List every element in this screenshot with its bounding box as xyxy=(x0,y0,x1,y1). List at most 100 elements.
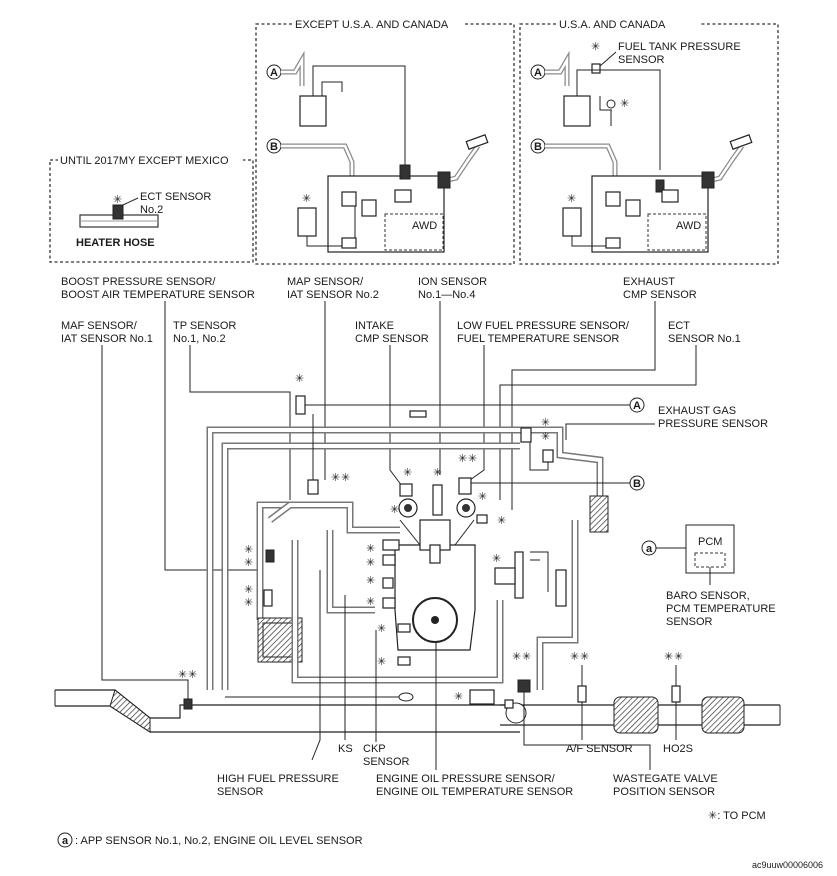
asterisk-icon: ✳ xyxy=(620,97,629,110)
ckp-label: CKP xyxy=(363,743,386,755)
ect-sensor-2 xyxy=(112,204,124,220)
asterisk-icon: ✳ xyxy=(295,372,304,385)
exhaust-cmp-label: EXHAUST xyxy=(623,276,675,288)
asterisk-icon: ✳ xyxy=(664,650,673,663)
asterisk-icon: ✳ xyxy=(377,655,386,668)
upper-labels: BOOST PRESSURE SENSOR/ BOOST AIR TEMPERA… xyxy=(61,276,768,430)
marker-a-icon: A xyxy=(633,400,641,412)
map-sensor-label: MAP SENSOR/ xyxy=(287,276,364,288)
app-sensor-note: : APP SENSOR No.1, No.2, ENGINE OIL LEVE… xyxy=(75,835,363,847)
heater-hose-label: HEATER HOSE xyxy=(76,237,155,249)
high-fuel-pressure-sensor-label: HIGH FUEL PRESSURE xyxy=(217,773,339,785)
fuel-temperature-sensor-label: FUEL TEMPERATURE SENSOR xyxy=(457,333,619,345)
asterisk-icon: ✳ xyxy=(341,471,350,484)
ckp-sensor-label: SENSOR xyxy=(363,756,410,768)
legend: ✳: TO PCM a : APP SENSOR No.1, No.2, ENG… xyxy=(57,810,823,870)
exhaust-gas-pressure-sensor-label: PRESSURE SENSOR xyxy=(658,418,768,430)
engine-layout: ✳ A B ✳ ✳ ✳ ✳ ✳ ✳ ✳ ✳ xyxy=(54,372,781,734)
iat-sensor-1-label: IAT SENSOR No.1 xyxy=(61,333,153,345)
engine-oil-pressure-sensor-label: ENGINE OIL PRESSURE SENSOR/ xyxy=(376,773,556,785)
ho2s-label: HO2S xyxy=(663,743,693,755)
maf-sensor-label: MAF SENSOR/ xyxy=(61,320,138,332)
ion-sensor-label: ION SENSOR xyxy=(418,276,487,288)
ect-sensor-2-num: No.2 xyxy=(140,204,163,216)
engine-oil-temperature-sensor-label: ENGINE OIL TEMPERATURE SENSOR xyxy=(376,786,573,798)
asterisk-icon: ✳ xyxy=(178,668,187,681)
asterisk-icon: ✳ xyxy=(244,596,253,609)
ion-sensor-range-label: No.1—No.4 xyxy=(418,289,475,301)
asterisk-icon: ✳ xyxy=(522,650,531,663)
high-fuel-pressure-sensor-label-2: SENSOR xyxy=(217,786,264,798)
asterisk-icon: ✳ xyxy=(244,543,253,556)
air-cleaner-element xyxy=(109,689,151,733)
lower-labels: KS CKP SENSOR A/F SENSOR HO2S HIGH FUEL … xyxy=(217,743,718,798)
boost-pressure-sensor-label: BOOST PRESSURE SENSOR/ xyxy=(61,276,216,288)
asterisk-icon: ✳ xyxy=(366,595,375,608)
asterisk-icon: ✳ xyxy=(244,556,253,569)
inset-except-usa-canada: EXCEPT U.S.A. AND CANADA A B ✳ AWD xyxy=(255,17,515,265)
ect-sensor-1-label: SENSOR No.1 xyxy=(668,333,741,345)
low-fuel-pressure-sensor-label: LOW FUEL PRESSURE SENSOR/ xyxy=(457,320,630,332)
asterisk-icon: ✳ xyxy=(541,416,550,429)
asterisk-icon: ✳ xyxy=(570,650,579,663)
intake-cmp-label: INTAKE xyxy=(355,320,394,332)
exhaust-manifold xyxy=(589,495,609,533)
fuel-tank-pressure-sensor-label-2: SENSOR xyxy=(618,54,665,66)
asterisk-icon: ✳ xyxy=(567,192,576,205)
asterisk-icon: ✳ xyxy=(244,583,253,596)
asterisk-icon: ✳ xyxy=(366,556,375,569)
inset-until-2017-title: UNTIL 2017MY EXCEPT MEXICO xyxy=(60,155,229,167)
boost-air-temperature-sensor-label: BOOST AIR TEMPERATURE SENSOR xyxy=(61,289,255,301)
asterisk-icon: ✳ xyxy=(113,193,122,206)
marker-a-icon: A xyxy=(534,67,542,79)
fuel-tank-pressure-sensor-label: FUEL TANK PRESSURE xyxy=(618,41,741,53)
marker-b-icon: B xyxy=(633,478,641,490)
asterisk-icon: ✳ xyxy=(188,668,197,681)
baro-sensor-label: BARO SENSOR, xyxy=(666,590,750,602)
wastegate-valve-label: WASTEGATE VALVE xyxy=(613,773,718,785)
ect-sensor-2-label: ECT SENSOR xyxy=(140,191,211,203)
asterisk-icon: ✳ xyxy=(492,552,501,565)
af-sensor-label: A/F SENSOR xyxy=(566,743,633,755)
pcm-label: PCM xyxy=(698,536,722,548)
catalytic-converter xyxy=(613,696,659,734)
asterisk-icon: ✳ xyxy=(377,622,386,635)
asterisk-icon: ✳ xyxy=(390,503,399,516)
tp-sensor-num-label: No.1, No.2 xyxy=(173,333,226,345)
awd-label: AWD xyxy=(676,220,701,232)
figure-code: ac9uuw00006006 xyxy=(752,860,823,870)
pcm-box xyxy=(685,524,735,574)
asterisk-icon: ✳ xyxy=(674,650,683,663)
marker-b-icon: B xyxy=(270,141,278,153)
asterisk-icon: ✳ xyxy=(580,650,589,663)
asterisk-icon: ✳ xyxy=(591,40,600,53)
asterisk-icon: ✳ xyxy=(366,574,375,587)
legend-marker-icon: a xyxy=(62,835,69,847)
wastegate-position-sensor-label: POSITION SENSOR xyxy=(613,786,715,798)
asterisk-icon: ✳ xyxy=(331,471,340,484)
inset-usa-title: U.S.A. AND CANADA xyxy=(559,19,666,31)
asterisk-icon: ✳ xyxy=(433,466,442,479)
marker-a-lower-icon: a xyxy=(646,543,653,555)
tp-sensor-label: TP SENSOR xyxy=(173,320,236,332)
asterisk-icon: ✳ xyxy=(454,690,463,703)
ect-label: ECT xyxy=(668,320,690,332)
asterisk-icon: ✳ xyxy=(468,452,477,465)
asterisk-icon: ✳ xyxy=(403,466,412,479)
awd-label: AWD xyxy=(412,220,437,232)
marker-b-icon: B xyxy=(534,141,542,153)
inset-usa-canada: U.S.A. AND CANADA A B ✳ FUEL TANK PRESSU… xyxy=(519,17,779,265)
asterisk-icon: ✳ xyxy=(366,542,375,555)
marker-a-icon: A xyxy=(270,67,278,79)
asterisk-icon: ✳ xyxy=(541,430,550,443)
ks-label: KS xyxy=(338,743,353,755)
catalytic-converter-2 xyxy=(701,696,745,734)
to-pcm-legend: ✳: TO PCM xyxy=(708,810,766,822)
asterisk-icon: ✳ xyxy=(497,514,506,527)
exhaust-gas-label: EXHAUST GAS xyxy=(658,405,736,417)
asterisk-icon: ✳ xyxy=(512,650,521,663)
asterisk-icon: ✳ xyxy=(302,192,311,205)
asterisk-icon: ✳ xyxy=(478,490,487,503)
pcm-temperature-label: PCM TEMPERATURE xyxy=(666,603,776,615)
